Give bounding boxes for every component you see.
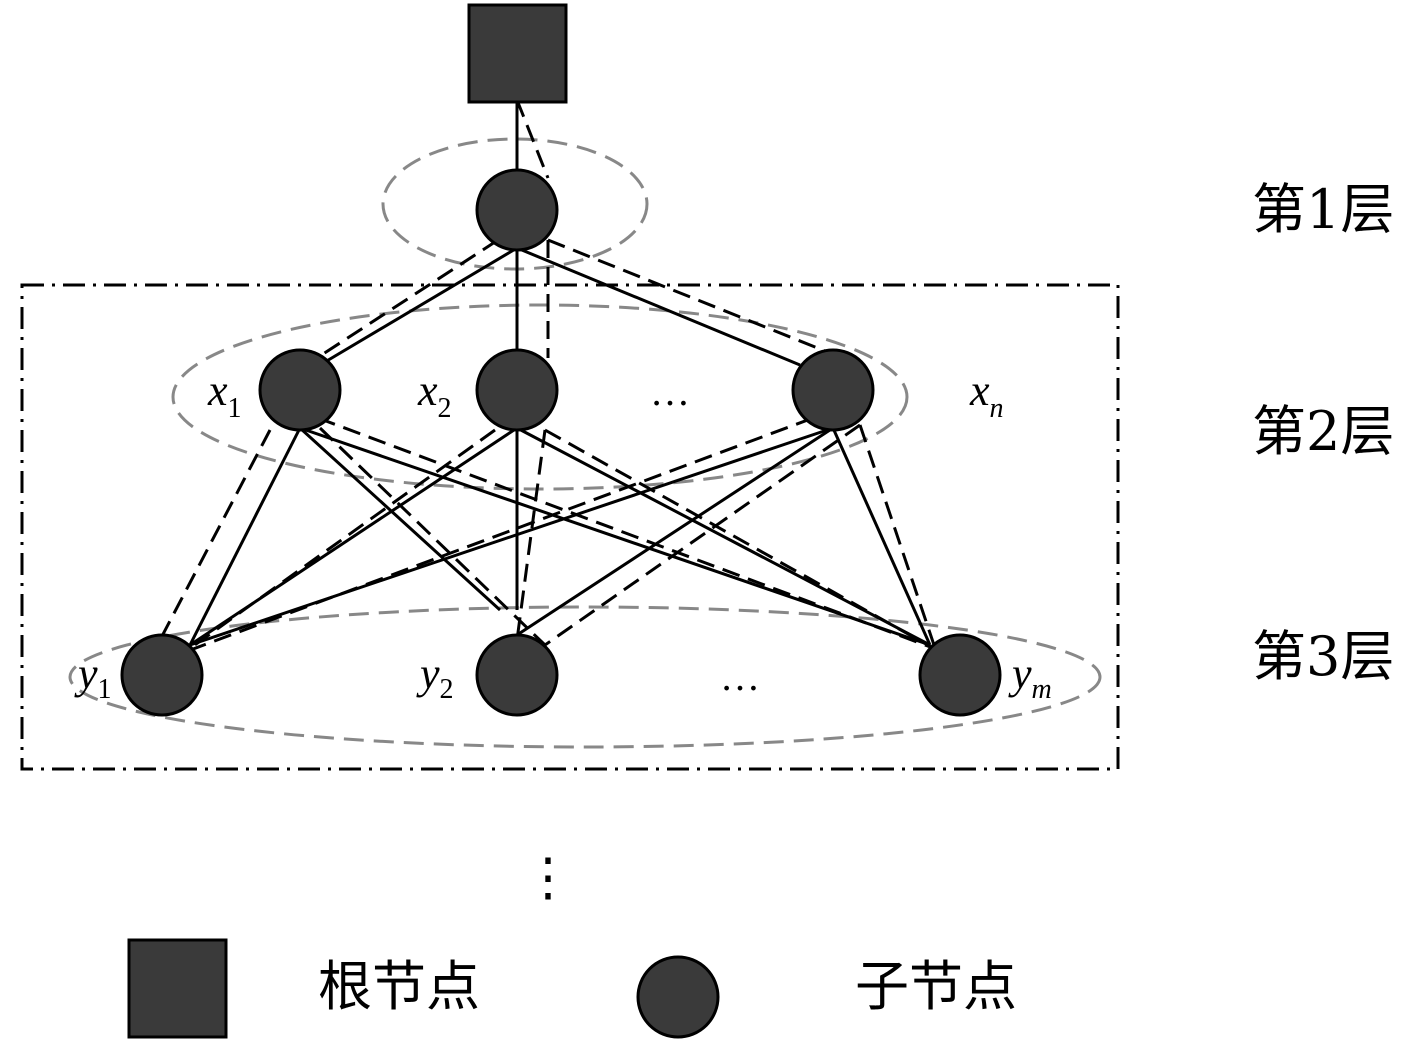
layer2-node-x1	[258, 348, 342, 432]
layer3-group-ellipse	[68, 605, 1102, 749]
layer-label-1: 第1层	[1252, 178, 1394, 241]
layer2-node-xn	[791, 348, 875, 432]
label-x2: x2	[417, 366, 452, 424]
layer3-node-y1	[120, 633, 204, 717]
layer1-node	[475, 168, 559, 252]
layer3-node-y2	[475, 633, 559, 717]
layer1-group-ellipse	[381, 137, 649, 271]
legend-root-node-label: 根节点	[318, 955, 480, 1018]
legend-child-node-label: 子节点	[855, 955, 1017, 1018]
label-y1: y1	[74, 649, 112, 705]
layer3-node-ym	[918, 633, 1002, 717]
label-x1: x1	[207, 366, 242, 424]
continuation-ellipsis: ⋮	[522, 850, 574, 907]
label-xn: xn	[969, 366, 1004, 424]
layer2-group-ellipse	[171, 303, 909, 491]
legend-root-node-swatch	[127, 938, 228, 1039]
label-layer2-ellipsis: …	[650, 369, 690, 414]
dashed-edges	[158, 99, 937, 654]
layer-label-3: 第3层	[1252, 625, 1394, 688]
root-node	[467, 3, 568, 104]
layer2-3-boundary-box	[20, 283, 1120, 771]
legend-child-node-swatch	[636, 955, 720, 1039]
label-ym: ym	[1008, 649, 1052, 705]
layer2-node-x2	[475, 348, 559, 432]
label-layer3-ellipsis: …	[720, 654, 760, 699]
layer-label-2: 第2层	[1252, 400, 1394, 463]
label-y2: y2	[416, 649, 454, 705]
